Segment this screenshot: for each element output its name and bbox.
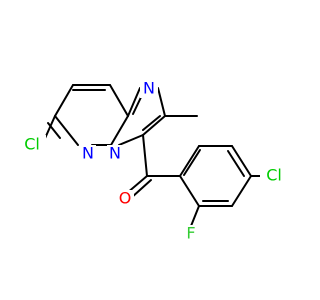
atom-backgrounds <box>18 80 288 243</box>
o-background <box>116 190 134 208</box>
bond-c2-c3 <box>109 84 129 117</box>
cl-left-label: Cl <box>24 135 40 154</box>
bond-carbonyl-o-double <box>130 179 152 199</box>
molecule-structure: Cl N N N O Cl F <box>18 78 288 243</box>
f-label: F <box>186 224 195 243</box>
bond-c3-nbridge <box>118 134 144 146</box>
cl-right-background <box>260 166 288 186</box>
n-top-label: N <box>143 79 155 98</box>
bond-c2-c3 <box>142 115 166 136</box>
bond-c3-n2 <box>110 115 129 146</box>
bond-n1-c6 <box>54 115 79 146</box>
bond-ph4-ph5 <box>231 175 252 207</box>
f-background <box>183 225 199 243</box>
bond-c2-c3-inner <box>142 115 161 131</box>
o-label: O <box>119 189 132 208</box>
bond-ph6-f <box>190 205 200 227</box>
bond-ph6-ph1 <box>179 175 200 207</box>
bond-n-c2 <box>157 87 166 117</box>
carbonyl-linker <box>126 134 181 199</box>
bond-ph3-ph4 <box>231 145 252 177</box>
bond-ph3-ph4-inner <box>227 150 245 177</box>
atom-labels: Cl N N N O Cl F <box>24 79 282 243</box>
cl-left-background <box>18 135 46 155</box>
n-bottom-left-background <box>80 145 96 163</box>
phenyl-ring <box>179 145 269 227</box>
bond-ph1-ph2-inner <box>183 149 201 176</box>
n-bridge-label: N <box>109 144 121 163</box>
n-bridge-background <box>107 145 123 163</box>
pyridazine-ring <box>41 84 129 146</box>
bond-ph1-ph2 <box>179 145 200 177</box>
cl-right-label: Cl <box>266 166 282 185</box>
n-bottom-left-label: N <box>82 144 94 163</box>
imidazole-ring <box>118 87 198 146</box>
bond-c6-c5 <box>54 84 74 117</box>
molecule-canvas: Cl N N N O Cl F <box>18 78 288 243</box>
bond-c3-carbonyl <box>142 134 148 177</box>
bond-c8a-n <box>127 87 141 117</box>
n-top-background <box>140 80 158 98</box>
